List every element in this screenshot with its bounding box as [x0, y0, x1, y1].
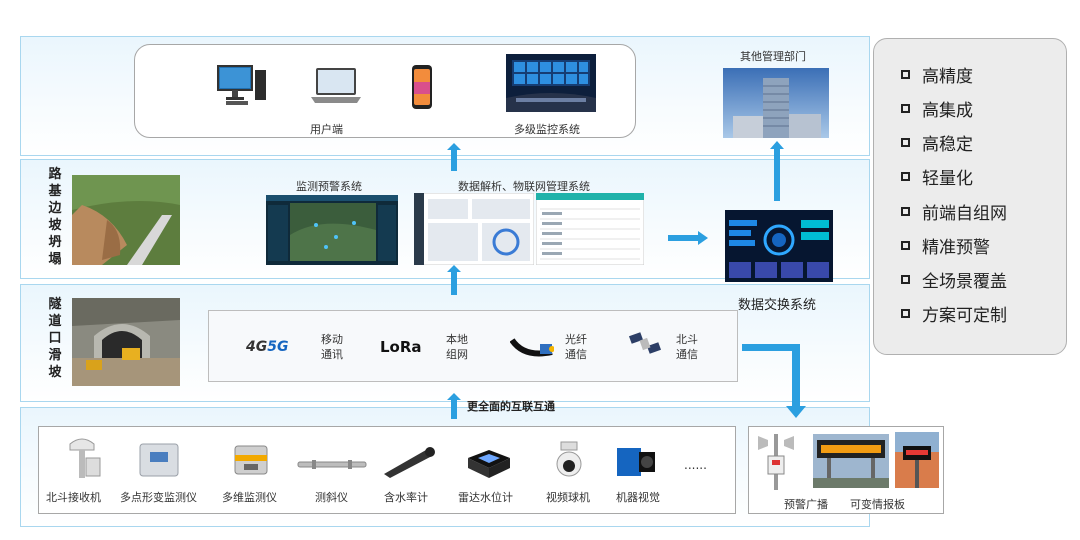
mobile-4g5g-logo: 4G5G: [246, 339, 289, 355]
device-label-camera: 视频球机: [546, 491, 590, 504]
device-label-deformation: 多点形变监测仪: [120, 491, 197, 504]
user-terminal-label: 用户端: [310, 123, 343, 136]
checkbox-icon: [901, 70, 910, 79]
arrow-right-platform-to-exchange: [668, 231, 708, 245]
interconnect-label: 更全面的互联互通: [467, 400, 555, 413]
inclinometer-icon: [296, 458, 368, 470]
feature-label: 全场景覆盖: [922, 272, 1007, 292]
feature-label: 轻量化: [922, 169, 973, 189]
features-list: 高精度 高集成 高稳定 轻量化 前端自组网 精准预警 全场景覆盖 方案可定制: [873, 38, 1067, 355]
arrow-elbow-network-to-outputs: [742, 340, 806, 418]
arrow-up-network-to-platform: [447, 265, 461, 295]
desktop-computer-icon: [216, 64, 268, 106]
tunnel-photo: [72, 298, 180, 386]
broadcast-label: 预警广播: [784, 498, 828, 511]
device-label-radar: 雷达水位计: [458, 491, 513, 504]
deformation-monitor-icon: [136, 440, 182, 480]
landslide-photo: [72, 175, 180, 265]
other-dept-label: 其他管理部门: [740, 50, 806, 63]
satellite-icon: [628, 330, 662, 358]
dome-camera-icon: [555, 440, 583, 482]
data-exchange-screenshot: [725, 210, 833, 282]
feature-label: 方案可定制: [922, 306, 1007, 326]
lora-comm-label: 本地 组网: [446, 333, 468, 361]
features-panel: [873, 38, 1067, 355]
machine-vision-icon: [615, 444, 657, 480]
laptop-icon: [309, 66, 363, 106]
checkbox-icon: [901, 104, 910, 113]
data-parse-screenshot: [414, 193, 534, 265]
lora-logo: LoRa: [380, 338, 422, 356]
radar-level-icon: [466, 448, 512, 480]
moisture-meter-icon: [380, 444, 438, 478]
feature-label: 高精度: [922, 67, 973, 87]
feature-item: 轻量化: [901, 164, 973, 189]
feature-label: 高稳定: [922, 135, 973, 155]
checkbox-icon: [901, 241, 910, 250]
arrow-up-platform-to-top: [447, 143, 461, 171]
feature-label: 高集成: [922, 101, 973, 121]
device-label-vision: 机器视觉: [616, 491, 660, 504]
feature-item: 高精度: [901, 62, 973, 87]
feature-label: 精准预警: [922, 238, 990, 258]
roadside-sign-image: [895, 432, 939, 488]
checkbox-icon: [901, 309, 910, 318]
feature-label: 前端自组网: [922, 204, 1007, 224]
fiber-comm-label: 光纤 通信: [565, 333, 587, 361]
device-label-moisture: 含水率计: [384, 491, 428, 504]
feature-item: 高稳定: [901, 130, 973, 155]
feature-item: 高集成: [901, 96, 973, 121]
gnss-receiver-icon: [62, 434, 102, 480]
office-building-image: [723, 68, 829, 138]
checkbox-icon: [901, 275, 910, 284]
monitor-system-label: 多级监控系统: [514, 123, 580, 136]
arrow-up-exchange-to-dept: [770, 141, 784, 201]
roadbed-collapse-label: 路基边坡坍塌: [48, 167, 62, 267]
device-label-gnss: 北斗接收机: [46, 491, 101, 504]
control-room-image: [506, 54, 596, 112]
iot-management-screenshot: [536, 193, 644, 265]
warning-broadcast-icon: [754, 430, 798, 492]
beidou-comm-label: 北斗 通信: [676, 333, 698, 361]
smartphone-icon: [411, 64, 433, 110]
fiber-icon: [510, 334, 554, 358]
mobile-comm-label: 移动 通讯: [321, 333, 343, 361]
checkbox-icon: [901, 207, 910, 216]
feature-item: 方案可定制: [901, 301, 1007, 326]
feature-item: 前端自组网: [901, 199, 1007, 224]
device-label-inclinometer: 测斜仪: [315, 491, 348, 504]
checkbox-icon: [901, 172, 910, 181]
feature-item: 精准预警: [901, 233, 990, 258]
checkbox-icon: [901, 138, 910, 147]
data-exchange-label: 数据交换系统: [738, 298, 817, 313]
tunnel-landslide-label: 隧道口滑坡: [48, 297, 62, 380]
multi-dim-monitor-icon: [232, 442, 270, 478]
warning-system-screenshot: [266, 195, 398, 265]
variable-sign-image: [813, 434, 889, 488]
feature-item: 全场景覆盖: [901, 267, 1007, 292]
data-parse-label: 数据解析、物联网管理系统: [458, 180, 590, 193]
devices-more: ......: [684, 458, 707, 472]
arrow-up-device-to-network: [447, 393, 461, 419]
sign-label: 可变情报板: [850, 498, 905, 511]
warning-system-label: 监测预警系统: [296, 180, 362, 193]
device-label-multidim: 多维监测仪: [222, 491, 277, 504]
